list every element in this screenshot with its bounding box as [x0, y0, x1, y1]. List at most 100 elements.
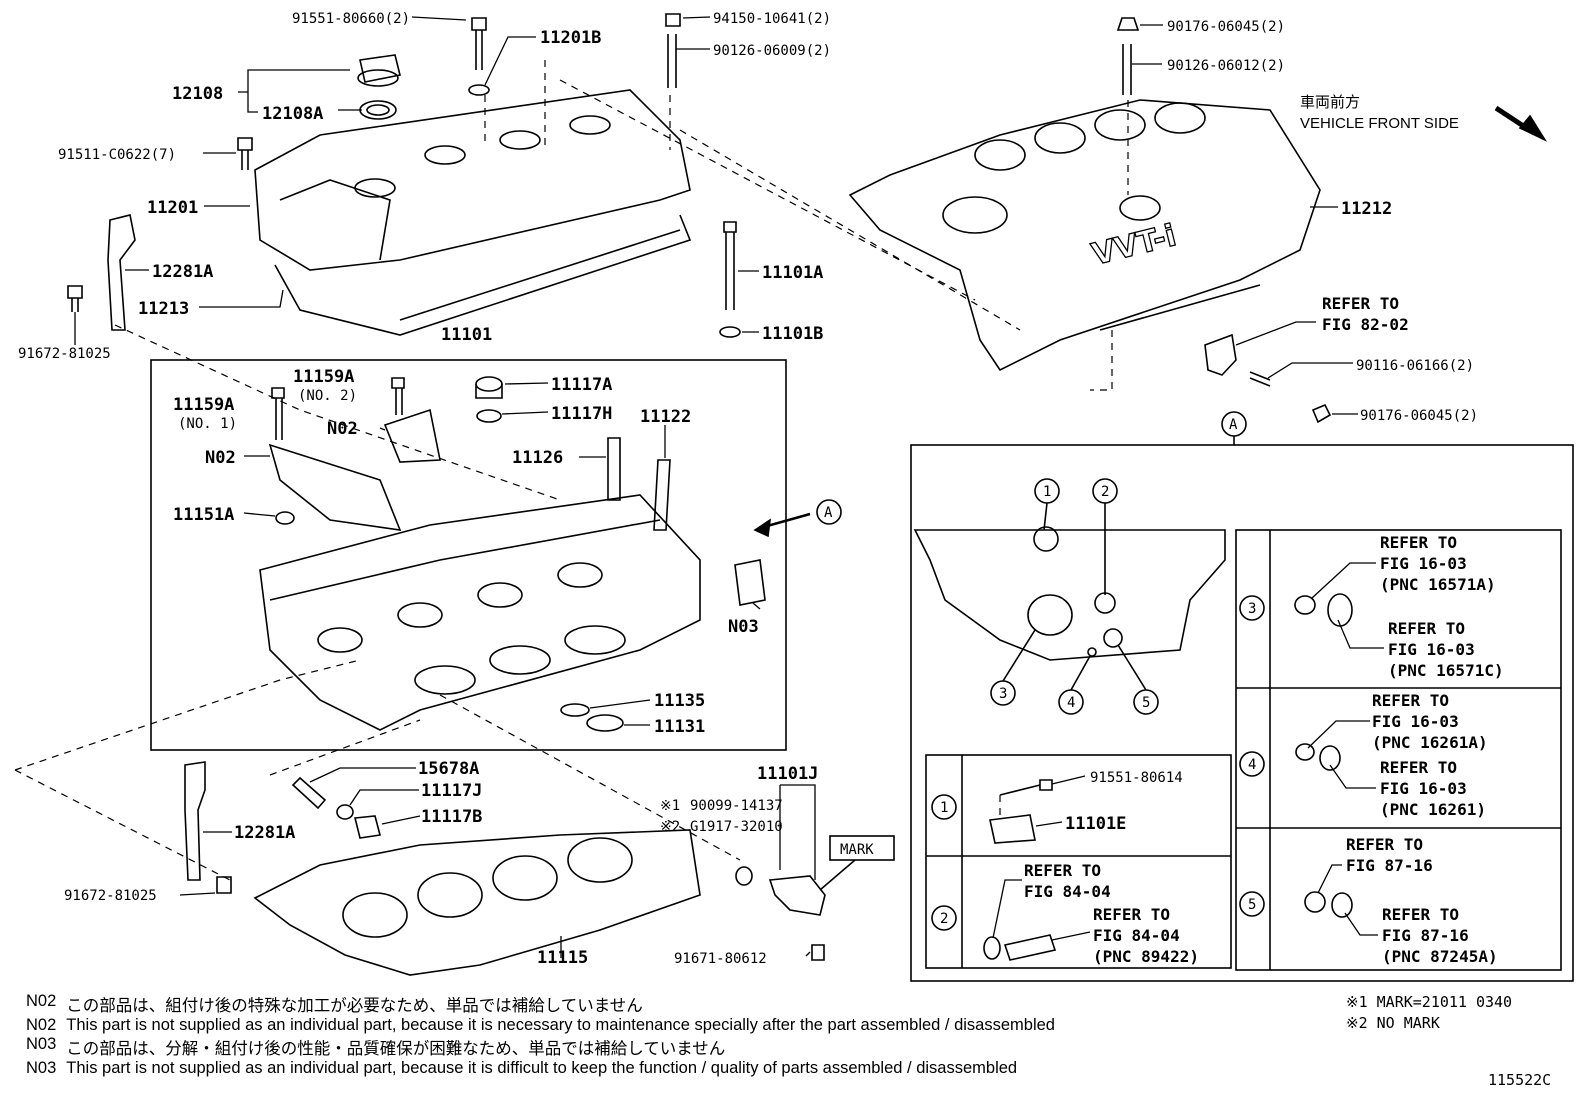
note-code: N03 [26, 1059, 57, 1077]
box5-ref-5: (PNC 87245A) [1382, 947, 1498, 966]
label-90126-06012: 90126-06012(2) [1167, 58, 1285, 74]
cylinder-head-frame [150, 359, 787, 751]
box4-ref-6: (PNC 16261) [1380, 800, 1486, 819]
vehicle-front-jp: 車両前方 [1300, 94, 1361, 111]
box3-ref-4: REFER TO [1388, 619, 1465, 638]
box2-ref-1: REFER TO [1024, 861, 1101, 880]
label-11131: 11131 [654, 717, 705, 737]
label-refer-82-b: FIG 82-02 [1322, 315, 1409, 334]
detail-box-1-num: 1 [940, 800, 948, 816]
mark-note-2: ※2 NO MARK [1346, 1014, 1440, 1032]
label-11117H: 11117H [551, 404, 612, 424]
vvti-logo-text: VVT-i [1088, 218, 1179, 273]
label-91511-c0622: 91511-C0622(7) [58, 147, 176, 163]
label-mark: MARK [840, 842, 874, 858]
box2-ref-4: FIG 84-04 [1093, 926, 1180, 945]
box5-ref-3: REFER TO [1382, 905, 1459, 924]
label-12108A: 12108A [262, 104, 323, 124]
tube-11122 [653, 459, 671, 531]
label-91672-81025-bot: 91672-81025 [64, 888, 157, 904]
mark-note-1: ※1 MARK=21011 0340 [1346, 993, 1513, 1011]
vehicle-front-side: 車両前方 VEHICLE FRONT SIDE [1300, 92, 1459, 134]
detail-box-3-num: 3 [1248, 601, 1256, 617]
box3-ref-1: REFER TO [1380, 533, 1457, 552]
label-no1: (NO. 1) [178, 416, 237, 432]
head-gasket [253, 829, 701, 976]
box4-ref-2: FIG 16-03 [1372, 712, 1459, 731]
label-90176-06045-right: 90176-06045(2) [1360, 408, 1478, 424]
detail-head-view [913, 529, 1226, 661]
label-90176-06045-top: 90176-06045(2) [1167, 19, 1285, 35]
box4-ref-4: REFER TO [1380, 758, 1457, 777]
label-11213: 11213 [138, 299, 189, 319]
cam-cap-no1 [268, 443, 402, 531]
label-mark2-sym: ※2 [660, 819, 680, 835]
note-row: N02 This part is not supplied as an indiv… [26, 1016, 1055, 1035]
label-11101B: 11101B [762, 324, 823, 344]
callout-a-detail: A [1229, 417, 1238, 433]
note-code: N02 [26, 1016, 57, 1034]
note-text: この部品は、分解・組付け後の性能・品質確保が困難なため、単品では補給していません [66, 1040, 726, 1058]
label-91551-80614: 91551-80614 [1090, 770, 1183, 786]
vehicle-front-en: VEHICLE FRONT SIDE [1300, 115, 1459, 132]
label-12108: 12108 [172, 84, 223, 104]
label-n03: N03 [728, 617, 759, 637]
box4-ref-1: REFER TO [1372, 691, 1449, 710]
label-11117J: 11117J [421, 781, 482, 801]
label-11159A-no2: 11159A [293, 367, 354, 387]
label-n02-b: N02 [205, 448, 236, 468]
label-91551-80660: 91551-80660(2) [292, 11, 410, 27]
label-11117B: 11117B [421, 807, 482, 827]
cam-cap-no2 [383, 408, 441, 463]
note-text: This part is not supplied as an individu… [66, 1016, 1055, 1034]
label-11159A-no1: 11159A [173, 395, 234, 415]
label-refer-82-a: REFER TO [1322, 294, 1399, 313]
box2-ref-3: REFER TO [1093, 905, 1170, 924]
bolts-top [237, 13, 1140, 338]
label-11212: 11212 [1341, 199, 1392, 219]
cylinder-head [259, 494, 701, 731]
label-g1917-32010: G1917-32010 [690, 819, 783, 835]
label-11201: 11201 [147, 198, 198, 218]
note-text: This part is not supplied as an individu… [66, 1059, 1018, 1077]
bracket-bottom [184, 761, 206, 881]
label-11126: 11126 [512, 448, 563, 468]
label-90099-14137: 90099-14137 [690, 798, 783, 814]
box3-ref-5: FIG 16-03 [1388, 640, 1475, 659]
label-11101: 11101 [441, 325, 492, 345]
plug-n03 [734, 559, 766, 606]
label-15678A: 15678A [418, 759, 479, 779]
bracket-top [107, 214, 136, 331]
detail-box-5-num: 5 [1248, 897, 1256, 913]
note-code: N03 [26, 1035, 57, 1053]
box3-ref-3: (PNC 16571A) [1380, 575, 1496, 594]
label-12281A-bot: 12281A [234, 823, 295, 843]
label-11122: 11122 [640, 407, 691, 427]
sensor-11101J [768, 875, 826, 916]
note-row: N03 This part is not supplied as an indiv… [26, 1059, 1055, 1078]
label-n02-a: N02 [327, 419, 358, 439]
label-11201B: 11201B [540, 28, 601, 48]
label-11117A: 11117A [551, 375, 612, 395]
engine-cover [848, 99, 1321, 372]
box5-ref-2: FIG 87-16 [1346, 856, 1433, 875]
box5-ref-1: REFER TO [1346, 835, 1423, 854]
label-11101A: 11101A [762, 263, 823, 283]
label-90116-06166: 90116-06166(2) [1356, 358, 1474, 374]
box2-ref-2: FIG 84-04 [1024, 882, 1111, 901]
detail-a-frame [910, 444, 1574, 982]
detail-circle-3a: 3 [999, 686, 1007, 702]
box4-ref-3: (PNC 16261A) [1372, 733, 1488, 752]
detail-circle-1a: 1 [1043, 484, 1051, 500]
figure-code: 115522C [1488, 1071, 1552, 1089]
box3-ref-6: (PNC 16571C) [1388, 661, 1504, 680]
label-90126-06009: 90126-06009(2) [713, 43, 831, 59]
label-11151A: 11151A [173, 505, 234, 525]
detail-box-2-num: 2 [940, 911, 948, 927]
label-mark1-sym: ※1 [660, 798, 680, 814]
box2-ref-5: (PNC 89422) [1093, 947, 1199, 966]
label-11101J: 11101J [757, 764, 818, 784]
label-94150-10641: 94150-10641(2) [713, 11, 831, 27]
